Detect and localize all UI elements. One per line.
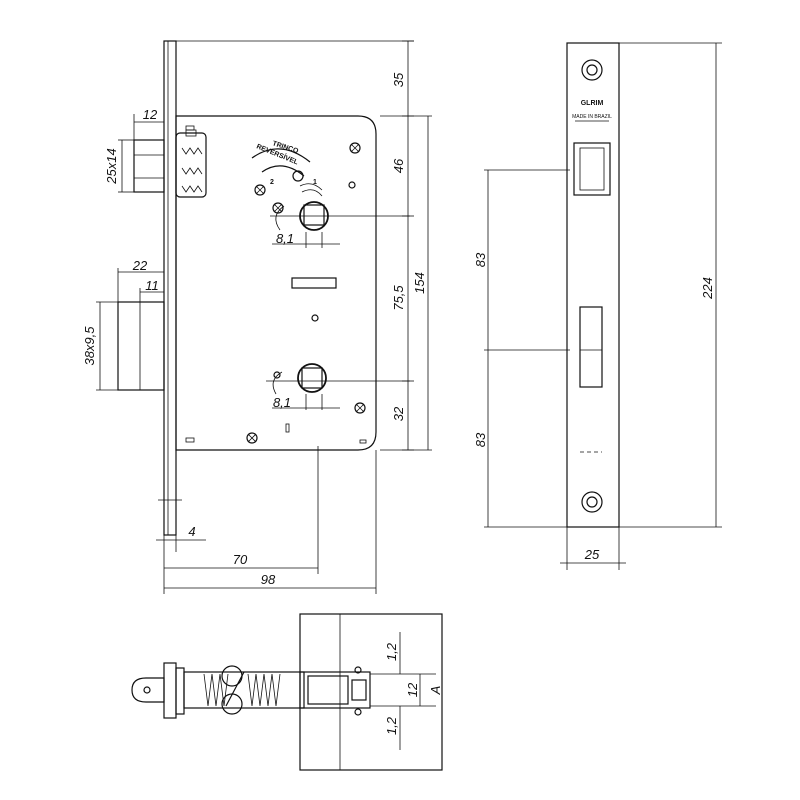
screw-icon <box>246 432 258 444</box>
made-in-label: MADE IN BRAZIL <box>572 114 612 120</box>
dim-bolt-throw: 22 <box>132 258 148 273</box>
dim-latch-size: 25x14 <box>104 148 119 184</box>
lower-cylinder <box>297 363 327 393</box>
side-view: TRINCO REVERSÍVEL 1 2 <box>82 40 432 594</box>
top-view: 1,2 12 1,2 A <box>131 613 443 771</box>
dim-case-height: 154 <box>412 272 427 294</box>
screw-icon <box>254 184 266 196</box>
dim-latch-depth: 12 <box>143 107 158 122</box>
brand-logo: GLRIM <box>581 100 604 107</box>
dim-top-gap: 35 <box>391 72 406 87</box>
dim-backset: 70 <box>233 552 248 567</box>
screw-icon <box>292 170 304 182</box>
screw-icon <box>272 202 284 214</box>
option-2-label: 2 <box>270 179 274 186</box>
latch-opening <box>573 142 611 196</box>
spring <box>247 673 281 707</box>
dim-gap-bottom: 1,2 <box>384 716 399 735</box>
dim-bolt-depth: 11 <box>145 278 159 293</box>
front-view: GLRIM MADE IN BRAZIL 83 83 224 25 <box>473 42 722 570</box>
dim-a: A <box>428 686 443 696</box>
dim-faceplate-thickness: 4 <box>188 524 195 539</box>
dim-lower-distance: 83 <box>473 432 488 447</box>
dim-faceplate-length: 224 <box>700 277 715 300</box>
lock-case <box>175 115 377 451</box>
latch-tip <box>131 677 165 703</box>
front-faceplate <box>566 42 620 528</box>
dim-bolt-size: 38x9,5 <box>82 326 97 366</box>
spring <box>203 673 229 707</box>
latch-bolt <box>133 139 165 193</box>
screw-hole-icon <box>581 491 603 513</box>
screw-icon <box>354 402 366 414</box>
screw-hole-icon <box>581 59 603 81</box>
bolt-opening <box>579 306 603 388</box>
dim-spindle-diameter-top: 8,1 <box>276 231 294 246</box>
dim-upper-distance: 83 <box>473 252 488 267</box>
dim-bottom-gap: 32 <box>391 406 406 421</box>
dim-latch-height: 46 <box>391 158 406 173</box>
dim-case-depth: 98 <box>261 572 276 587</box>
dim-spindle-diameter-bottom: 8,1 <box>273 395 291 410</box>
dim-bolt-width: 12 <box>405 682 420 697</box>
case-section <box>299 613 443 771</box>
dead-bolt <box>117 301 165 391</box>
dim-gap-top: 1,2 <box>384 642 399 661</box>
dim-faceplate-width: 25 <box>584 547 600 562</box>
screw-icon <box>349 142 361 154</box>
key-slot <box>291 277 337 289</box>
option-1-label: 1 <box>313 179 317 186</box>
dim-spindle-to-key: 75,5 <box>391 285 406 311</box>
side-faceplate <box>163 40 177 536</box>
